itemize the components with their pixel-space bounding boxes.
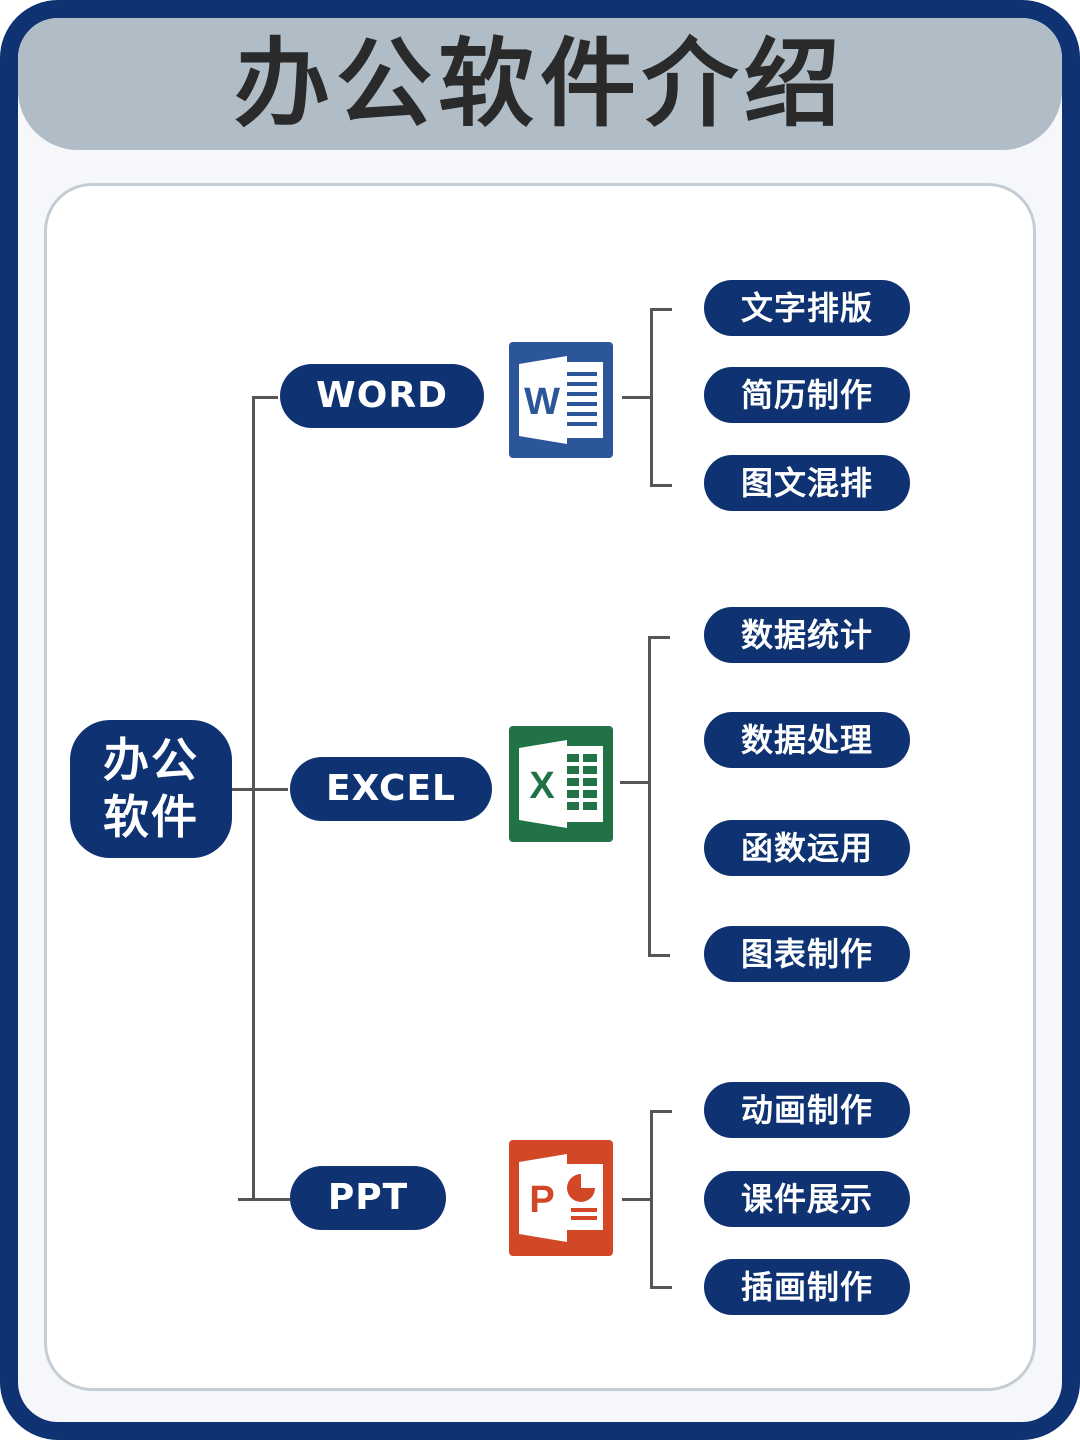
svg-text:W: W bbox=[524, 381, 560, 423]
svg-text:X: X bbox=[529, 765, 555, 807]
leaf-excel-4: 图表制作 bbox=[704, 926, 910, 982]
connector-root bbox=[232, 788, 254, 791]
branch-word: WORD bbox=[280, 364, 484, 428]
powerpoint-icon: P bbox=[509, 1140, 613, 1256]
bracket-word bbox=[650, 308, 653, 486]
branch-ppt: PPT bbox=[290, 1166, 446, 1230]
bracket-excel-top bbox=[648, 636, 670, 639]
leaf-word-1: 文字排版 bbox=[704, 280, 910, 336]
connector-ppt-icon bbox=[622, 1198, 652, 1201]
bracket-word-top bbox=[650, 308, 672, 311]
connector-excel-icon bbox=[620, 781, 650, 784]
connector-word-icon bbox=[622, 396, 652, 399]
leaf-excel-3: 函数运用 bbox=[704, 820, 910, 876]
excel-icon: X bbox=[509, 726, 613, 842]
leaf-excel-1: 数据统计 bbox=[704, 607, 910, 663]
root-node: 办公 软件 bbox=[70, 720, 232, 858]
connector-ppt bbox=[238, 1198, 290, 1201]
connector-excel bbox=[252, 788, 288, 791]
connector-word bbox=[252, 396, 278, 399]
leaf-ppt-2: 课件展示 bbox=[704, 1171, 910, 1227]
branch-excel: EXCEL bbox=[290, 757, 492, 821]
leaf-word-3: 图文混排 bbox=[704, 455, 910, 511]
bracket-word-bottom bbox=[650, 484, 672, 487]
connector-trunk bbox=[252, 396, 255, 1200]
leaf-ppt-3: 插画制作 bbox=[704, 1259, 910, 1315]
bracket-excel bbox=[648, 636, 651, 956]
leaf-excel-2: 数据处理 bbox=[704, 712, 910, 768]
bracket-ppt-bottom bbox=[650, 1286, 672, 1289]
bracket-ppt-top bbox=[650, 1110, 672, 1113]
svg-text:P: P bbox=[529, 1179, 554, 1221]
bracket-excel-bottom bbox=[648, 954, 670, 957]
leaf-ppt-1: 动画制作 bbox=[704, 1082, 910, 1138]
root-label-line1: 办公 bbox=[103, 732, 199, 787]
bracket-ppt bbox=[650, 1110, 653, 1288]
title-bar: 办公软件介绍 bbox=[18, 18, 1062, 150]
word-icon: W bbox=[509, 342, 613, 458]
page-title: 办公软件介绍 bbox=[234, 28, 846, 140]
leaf-word-2: 简历制作 bbox=[704, 367, 910, 423]
root-label-line2: 软件 bbox=[103, 790, 199, 844]
